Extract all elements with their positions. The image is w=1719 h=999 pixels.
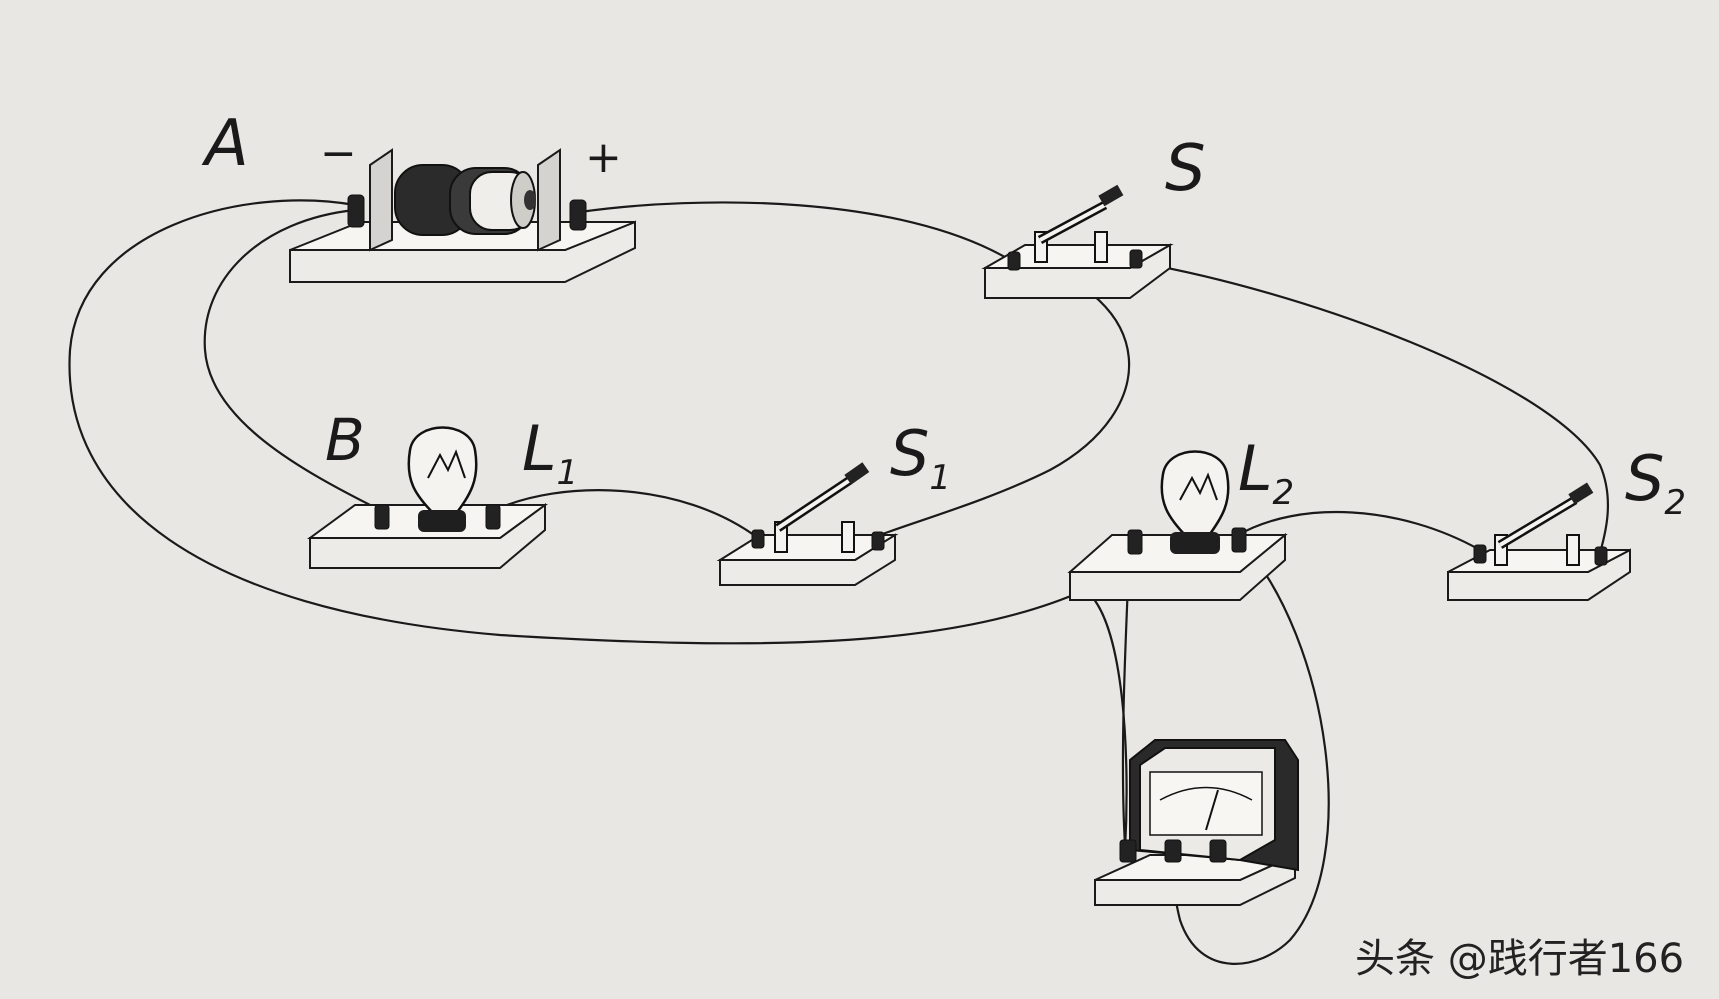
switch-s2: S2	[1447, 442, 1686, 601]
bulb-l1: B L1	[306, 406, 578, 569]
wire-l2-to-s2	[1237, 511, 1481, 551]
wire-l2-to-voltmeter-right	[1168, 539, 1330, 965]
wire-battery-to-voltmeter	[68, 199, 1128, 851]
wire-s-to-s2	[1134, 260, 1610, 554]
label-s2-sub: 2	[1664, 483, 1686, 523]
label-s2: S2	[1625, 442, 1686, 523]
bulb-l2: L2	[1067, 432, 1294, 601]
label-a: A	[201, 107, 249, 181]
label-s2-main: S	[1625, 442, 1664, 515]
battery: A − +	[201, 107, 636, 283]
label-l2-sub: 2	[1273, 473, 1295, 513]
label-s1: S1	[890, 417, 951, 498]
switch-s: S	[981, 132, 1206, 299]
voltmeter	[1094, 739, 1299, 906]
label-l1-main: L	[522, 412, 557, 485]
wire-l1-to-s1	[494, 489, 759, 539]
label-b: B	[325, 406, 365, 474]
wires	[68, 199, 1610, 965]
watermark-text: 头条 @践行者166	[1355, 936, 1684, 982]
label-l1-sub: 1	[557, 453, 579, 493]
wire-s-to-s1	[879, 256, 1131, 537]
wire-battery-to-l1	[203, 208, 381, 511]
switch-s1: S1	[716, 417, 951, 586]
label-s1-main: S	[890, 417, 929, 490]
label-minus: −	[320, 128, 357, 179]
label-plus: +	[585, 132, 622, 183]
label-l1: L1	[522, 412, 578, 493]
wire-battery-to-s	[579, 201, 1011, 261]
label-l2-main: L	[1238, 432, 1273, 505]
label-s: S	[1165, 132, 1206, 206]
label-s1-sub: 1	[929, 458, 951, 498]
label-l2: L2	[1238, 432, 1294, 513]
